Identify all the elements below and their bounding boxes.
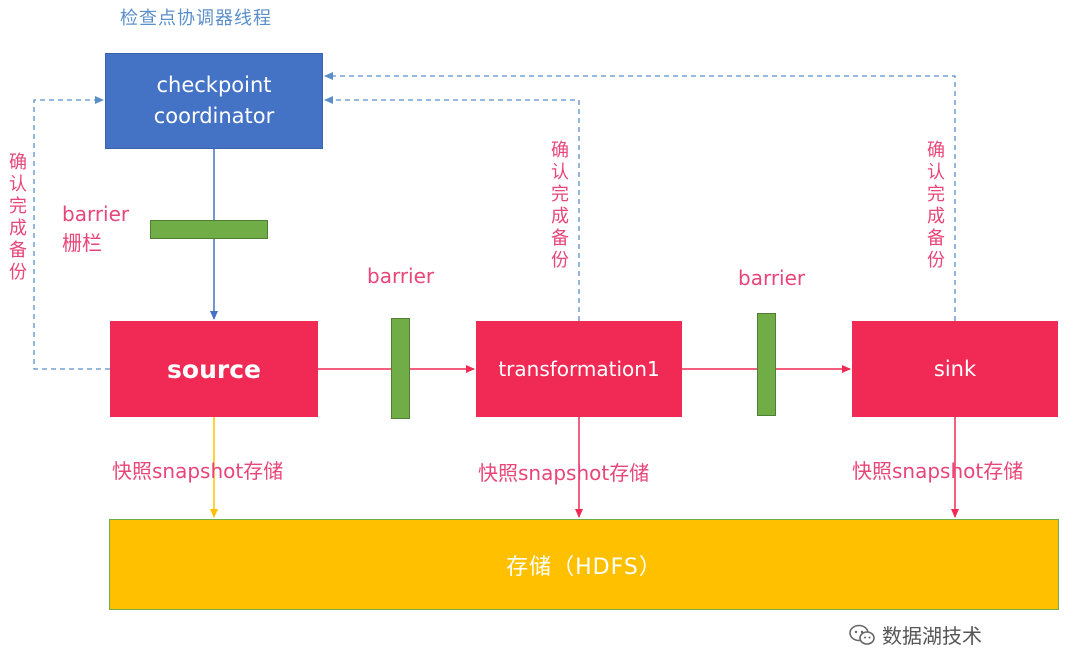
snapshot-label-transformation: 快照snapshot存储 [478, 461, 650, 485]
watermark: 数据湖技术 [848, 620, 982, 649]
source-operator-box: source [110, 321, 318, 417]
barrier-marker-transformation-sink [757, 313, 776, 416]
hdfs-storage-box: 存储（HDFS） [109, 519, 1059, 610]
ack-arrow-transformation [324, 96, 580, 321]
wechat-icon [849, 624, 875, 645]
storage-label: 存储（HDFS） [506, 554, 662, 580]
barrier-label-line2: 栅栏 [62, 231, 102, 255]
barrier-label-coordinator: barrier 栅栏 [62, 200, 129, 258]
barrier-marker-source-transformation [391, 318, 410, 419]
checkpoint-coordinator-box: checkpoint coordinator [105, 53, 323, 149]
source-label: source [167, 354, 261, 384]
sink-operator-box: sink [852, 321, 1058, 417]
snapshot-label-source: 快照snapshot存储 [112, 459, 284, 483]
ack-label-source: 确 认 完 成 备 份 [9, 152, 27, 283]
transformation-label: transformation1 [498, 357, 660, 381]
ack-arrow-sink [324, 72, 956, 321]
barrier-label-line1: barrier [62, 202, 130, 226]
ack-label-transformation: 确 认 完 成 备 份 [551, 140, 569, 271]
checkpoint-coordinator-label: checkpoint coordinator [153, 73, 275, 128]
barrier-label-source-transformation: barrier [367, 264, 435, 288]
sink-label: sink [933, 357, 977, 381]
barrier-marker-coordinator [150, 220, 268, 239]
barrier-label-transformation-sink: barrier [738, 266, 806, 290]
ack-label-sink: 确 认 完 成 备 份 [927, 140, 945, 271]
diagram-title: 检查点协调器线程 [120, 8, 272, 29]
transformation-operator-box: transformation1 [476, 321, 682, 417]
snapshot-label-sink: 快照snapshot存储 [852, 459, 1024, 483]
ack-arrow-source [33, 96, 110, 370]
watermark-text: 数据湖技术 [882, 624, 982, 648]
